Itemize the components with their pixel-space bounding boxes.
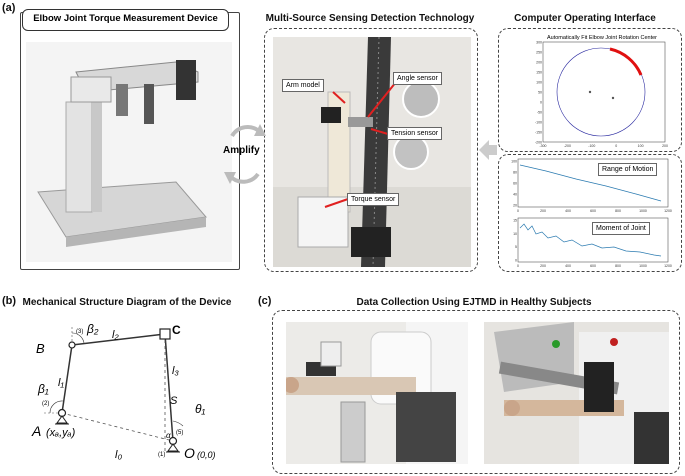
plot3-xtick: 600: [590, 264, 596, 268]
plot2-ytick: 60: [513, 182, 517, 186]
label-S: S: [170, 395, 178, 407]
label-beta1: β₁: [37, 382, 49, 396]
plot3-xtick: 0: [517, 264, 519, 268]
sensor-label-arm-model: Arm model: [282, 79, 324, 92]
interface-panel-top: [498, 28, 682, 152]
label-C: C: [172, 323, 181, 337]
mechanical-title: Mechanical Structure Diagram of the Devi…: [22, 297, 232, 308]
plot3-xtick: 800: [615, 264, 621, 268]
subject-photo-2: [484, 322, 669, 464]
plot1-ytick: 100: [536, 81, 542, 85]
label-theta1: θ₁: [195, 402, 206, 416]
plot1-ytick: 50: [538, 91, 542, 95]
sensing-title: Multi-Source Sensing Detection Technolog…: [265, 13, 475, 24]
plot2-xtick: 400: [565, 209, 571, 213]
sensing-panel: [264, 28, 478, 272]
plot3-ytick: 0: [515, 259, 517, 263]
data-collection-panel: [272, 310, 680, 474]
plot1-ytick: -150: [535, 131, 542, 135]
interface-share-arrows-icon: [479, 140, 497, 160]
interface-panel-bottom: [498, 154, 682, 272]
plot2-ytick: 100: [511, 160, 517, 164]
data-collection-title: Data Collection Using EJTMD in Healthy S…: [356, 297, 592, 308]
fit-center-plot-title: Automatically Fit Elbow Joint Rotation C…: [547, 35, 657, 41]
plot3-xtick: 1200: [664, 264, 672, 268]
amplify-arrows-icon: [224, 124, 266, 184]
plot1-ytick: -100: [535, 121, 542, 125]
label-A-coord: (xₐ,yₐ): [46, 427, 76, 439]
subject-photo-1: [286, 322, 468, 464]
plot2-xtick: 200: [540, 209, 546, 213]
plot2-xtick: 1000: [639, 209, 647, 213]
label-l2: l₂: [112, 329, 119, 341]
plot1-xtick: 0: [615, 144, 617, 148]
panel-b-letter: (b): [2, 295, 17, 307]
moment-of-joint-plot: 15 10 5 0 0 200 400 600 800 1000 1200: [506, 216, 676, 272]
device-photo: [26, 42, 232, 262]
plot2-xtick: 0: [517, 209, 519, 213]
interface-title: Computer Operating Interface: [514, 13, 656, 24]
fit-center-plot: Automatically Fit Elbow Joint Rotation C…: [533, 32, 671, 150]
sensor-label-torque: Torque sensor: [347, 193, 400, 206]
label-O: O: [184, 445, 195, 461]
range-of-motion-label: Range of Motion: [598, 163, 658, 176]
plot3-ytick: 10: [513, 232, 517, 236]
label-n2: (2): [42, 401, 49, 407]
plot1-ytick: 300: [536, 41, 542, 45]
label-n1: (1): [158, 452, 165, 458]
plot3-ytick: 15: [513, 219, 517, 223]
label-n3: (3): [76, 329, 83, 335]
label-l0: l₀: [115, 449, 122, 461]
plot1-ytick: 150: [536, 71, 542, 75]
plot3-xtick: 1000: [639, 264, 647, 268]
plot2-ytick: 40: [513, 193, 517, 197]
panel-a-letter: (a): [2, 2, 16, 14]
panel-c-letter: (c): [258, 295, 272, 307]
plot1-ytick: 200: [536, 61, 542, 65]
plot1-xtick: -100: [588, 144, 595, 148]
plot1-xtick: -200: [564, 144, 571, 148]
plot1-ytick: 0: [540, 101, 542, 105]
device-title: Elbow Joint Torque Measurement Device: [22, 9, 229, 31]
sensor-label-angle: Angle sensor: [393, 72, 442, 85]
plot2-xtick: 1200: [664, 209, 672, 213]
amplify-label: Amplify: [223, 145, 260, 156]
sensor-label-tension: Tension sensor: [387, 127, 443, 140]
plot1-ytick: -200: [535, 141, 542, 145]
plot3-xtick: 400: [565, 264, 571, 268]
plot1-xtick: 200: [662, 144, 668, 148]
label-A: A: [31, 423, 41, 439]
label-l1: l₁: [58, 377, 64, 389]
plot3-ytick: 5: [515, 245, 517, 249]
plot2-ytick: 20: [513, 204, 517, 208]
plot1-ytick: 250: [536, 51, 542, 55]
label-l3: l₃: [172, 365, 179, 377]
label-n5: (5): [176, 430, 183, 436]
plot1-ytick: -50: [537, 111, 542, 115]
moment-of-joint-label: Moment of Joint: [592, 222, 650, 235]
label-beta2: β₂: [86, 322, 99, 336]
plot2-ytick: 80: [513, 171, 517, 175]
label-alpha: α: [166, 431, 171, 440]
label-B: B: [36, 341, 45, 356]
plot1-xtick: -300: [539, 144, 546, 148]
plot3-xtick: 200: [540, 264, 546, 268]
label-O-coord: (0,0): [197, 450, 216, 460]
plot2-xtick: 800: [615, 209, 621, 213]
plot1-xtick: 100: [638, 144, 644, 148]
plot2-xtick: 600: [590, 209, 596, 213]
mechanical-diagram: B C β₂ l₂ β₁ l₁ l₃ S θ₁ A (xₐ,yₐ) O (0,0…: [31, 322, 216, 461]
